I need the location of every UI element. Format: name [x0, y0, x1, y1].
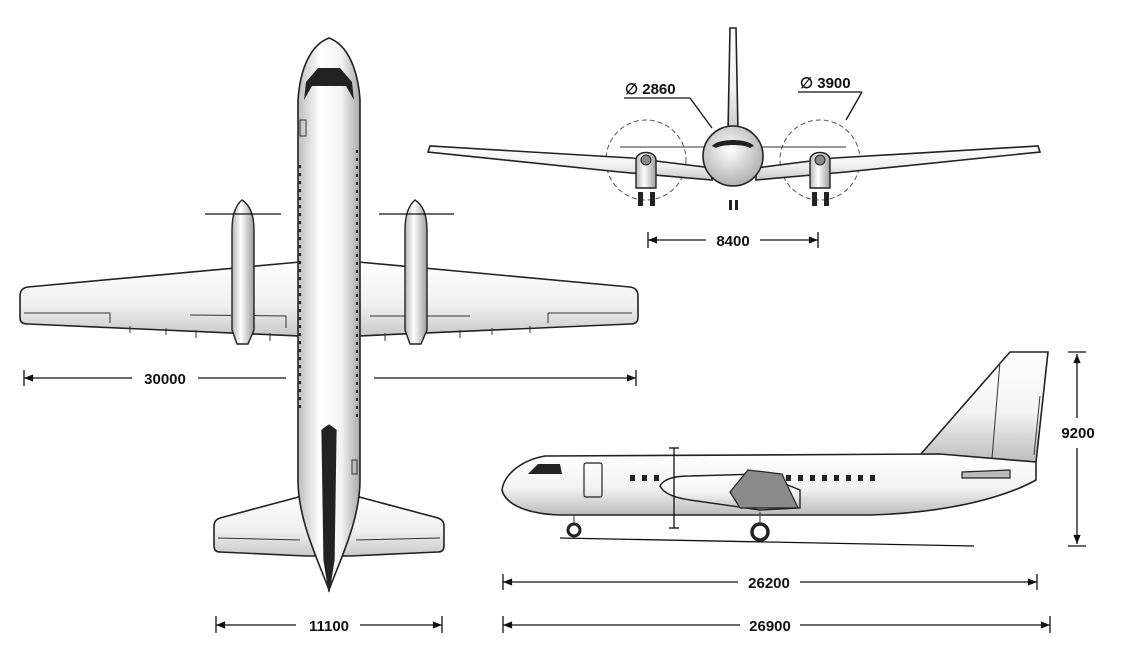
left-nacelle-top	[231, 199, 255, 345]
front-right-wing	[755, 145, 1042, 181]
right-nacelle-top	[404, 199, 428, 345]
overall-length-label: 26900	[749, 618, 791, 635]
top-view: 30000 11100	[19, 37, 639, 635]
side-fin	[918, 351, 1049, 463]
nose-wheel	[566, 522, 582, 538]
inner-prop-diameter-label: ∅ 2860	[625, 81, 676, 98]
front-fin	[727, 27, 739, 133]
main-wheel	[750, 522, 770, 542]
outer-prop-diameter-label: ∅ 3900	[800, 75, 851, 92]
tailplane-span-label: 11100	[309, 618, 349, 635]
right-wing	[357, 261, 639, 337]
front-view: ∅ 2860 ∅ 3900 8400	[426, 27, 1042, 250]
wingspan-label: 30000	[144, 371, 186, 388]
height-label: 9200	[1061, 425, 1094, 442]
left-wing	[19, 261, 301, 337]
side-view: 9200 26200 26900	[501, 351, 1095, 635]
track-label: 8400	[716, 233, 749, 250]
left-prop-disc	[605, 119, 687, 201]
front-left-wing	[426, 145, 713, 181]
fuselage-length-label: 26200	[748, 575, 790, 592]
front-fuselage	[702, 125, 764, 187]
